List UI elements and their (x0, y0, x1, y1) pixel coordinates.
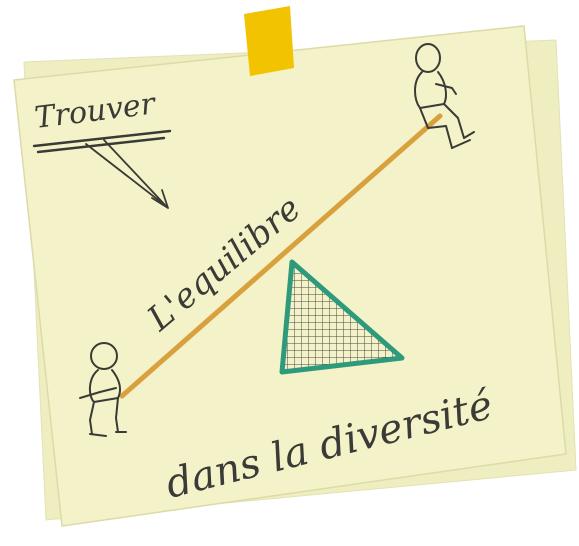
triangle-fulcrum-icon (279, 259, 405, 375)
pointer-arrow-icon (85, 139, 169, 209)
top-label-underline (32, 129, 172, 154)
seated-person-icon (414, 43, 475, 149)
seated-person-icon (79, 342, 127, 437)
seesaw-plank (119, 113, 443, 399)
tape-strip (244, 6, 294, 76)
